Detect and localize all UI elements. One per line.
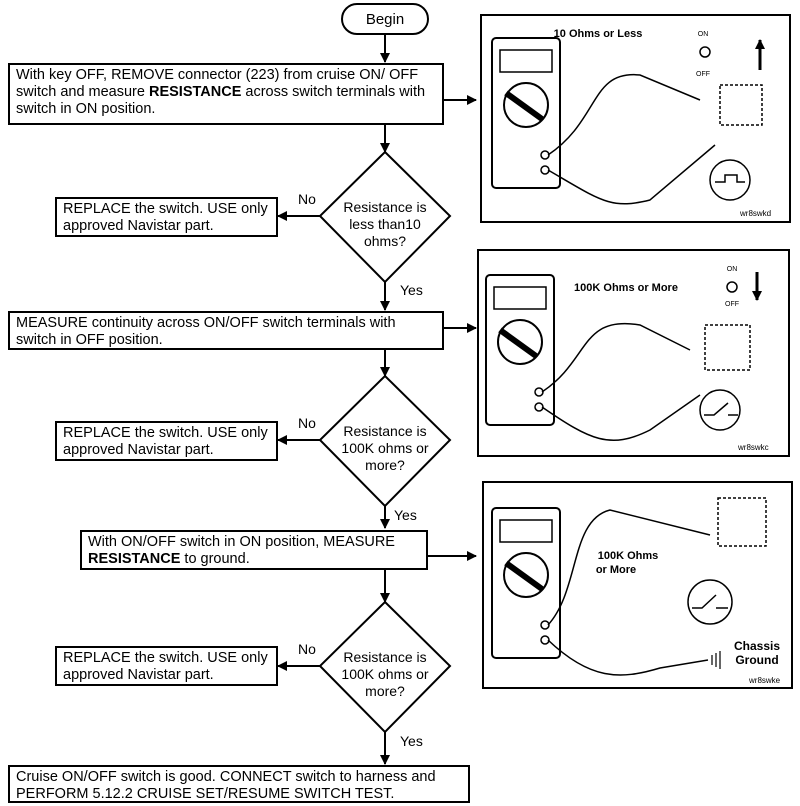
no-label-3: No [298, 641, 316, 657]
step1-box: With key OFF, REMOVE connector (223) fro… [8, 63, 444, 125]
panel2-off: OFF [725, 301, 739, 308]
decision2-text: Resistance is 100K ohms or more? [330, 423, 440, 474]
panel2-on: ON [727, 266, 738, 273]
decision3-text: Resistance is 100K ohms or more? [330, 649, 440, 700]
meter-panel-3: 100K Ohms or More Chassis Ground wr8swke [482, 481, 793, 689]
replace-box-2: REPLACE the switch. USE only approved Na… [55, 421, 278, 461]
replace-box-2-text: REPLACE the switch. USE only approved Na… [63, 425, 268, 458]
final-text: Cruise ON/OFF switch is good. CONNECT sw… [16, 769, 436, 802]
step1-text-pre: With key OFF, REMOVE connector (223) fro… [16, 67, 419, 100]
step2-box: MEASURE continuity across ON/OFF switch … [8, 311, 444, 350]
step1-text-post: across switch terminals with switch in O… [16, 84, 426, 117]
panel1-on: ON [698, 31, 709, 38]
yes-label-1: Yes [400, 282, 423, 298]
meter-panel-2: 100K Ohms or More ON OFF wr8swkc [477, 249, 790, 457]
meter-panel-1: 10 Ohms or Less ON OFF wr8swkd [480, 14, 791, 223]
yes-label-3: Yes [400, 733, 423, 749]
step3-text-bold: RESISTANCE [88, 551, 181, 567]
replace-box-3: REPLACE the switch. USE only approved Na… [55, 646, 278, 686]
no-label-2: No [298, 415, 316, 431]
step3-text-post: to ground. [180, 551, 250, 567]
replace-box-3-text: REPLACE the switch. USE only approved Na… [63, 650, 268, 683]
panel1-code: wr8swkd [739, 209, 771, 218]
decision1-line3: ohms? [363, 233, 407, 249]
panel3-title-line1: 100K Ohms [598, 550, 659, 562]
panel1-off: OFF [696, 71, 710, 78]
panel3-title-line2: or More [596, 564, 636, 576]
no-label-1: No [298, 191, 316, 207]
replace-box-1: REPLACE the switch. USE only approved Na… [55, 197, 278, 237]
step1-text-bold: RESISTANCE [148, 84, 242, 100]
step2-text: MEASURE continuity across ON/OFF switch … [16, 315, 396, 348]
decision2-line3: more? [365, 457, 405, 473]
decision2-line1: Resistance is [343, 423, 427, 439]
flow-connectors [277, 34, 477, 765]
decision3-line1: Resistance is [343, 649, 427, 665]
decision-diamond-3 [318, 600, 452, 734]
step3-text-pre: With ON/OFF switch in ON position, MEASU… [88, 534, 395, 550]
step3-box: With ON/OFF switch in ON position, MEASU… [80, 530, 428, 570]
decision-diamond-1 [318, 150, 452, 284]
panel2-title: 100K Ohms or More [574, 282, 678, 294]
panel3-code: wr8swke [748, 676, 781, 685]
decision2-line2: 100K ohms or [341, 440, 429, 456]
decision3-line3: more? [365, 683, 405, 699]
decision1-line2: less than10 [349, 216, 421, 232]
final-box: Cruise ON/OFF switch is good. CONNECT sw… [8, 765, 470, 803]
replace-box-1-text: REPLACE the switch. USE only approved Na… [63, 201, 268, 234]
decision1-line1: Resistance is [343, 199, 427, 215]
panel1-title: 10 Ohms or Less [554, 28, 643, 40]
begin-label: Begin [366, 11, 404, 28]
decision-diamond-2 [318, 374, 452, 508]
panel3-ground-line1: Chassis [734, 639, 780, 653]
yes-label-2: Yes [394, 507, 417, 523]
decision1-text: Resistance is less than10 ohms? [330, 199, 440, 250]
decision3-line2: 100K ohms or [341, 666, 429, 682]
panel3-ground-line2: Ground [735, 653, 778, 667]
panel2-code: wr8swkc [737, 443, 769, 452]
